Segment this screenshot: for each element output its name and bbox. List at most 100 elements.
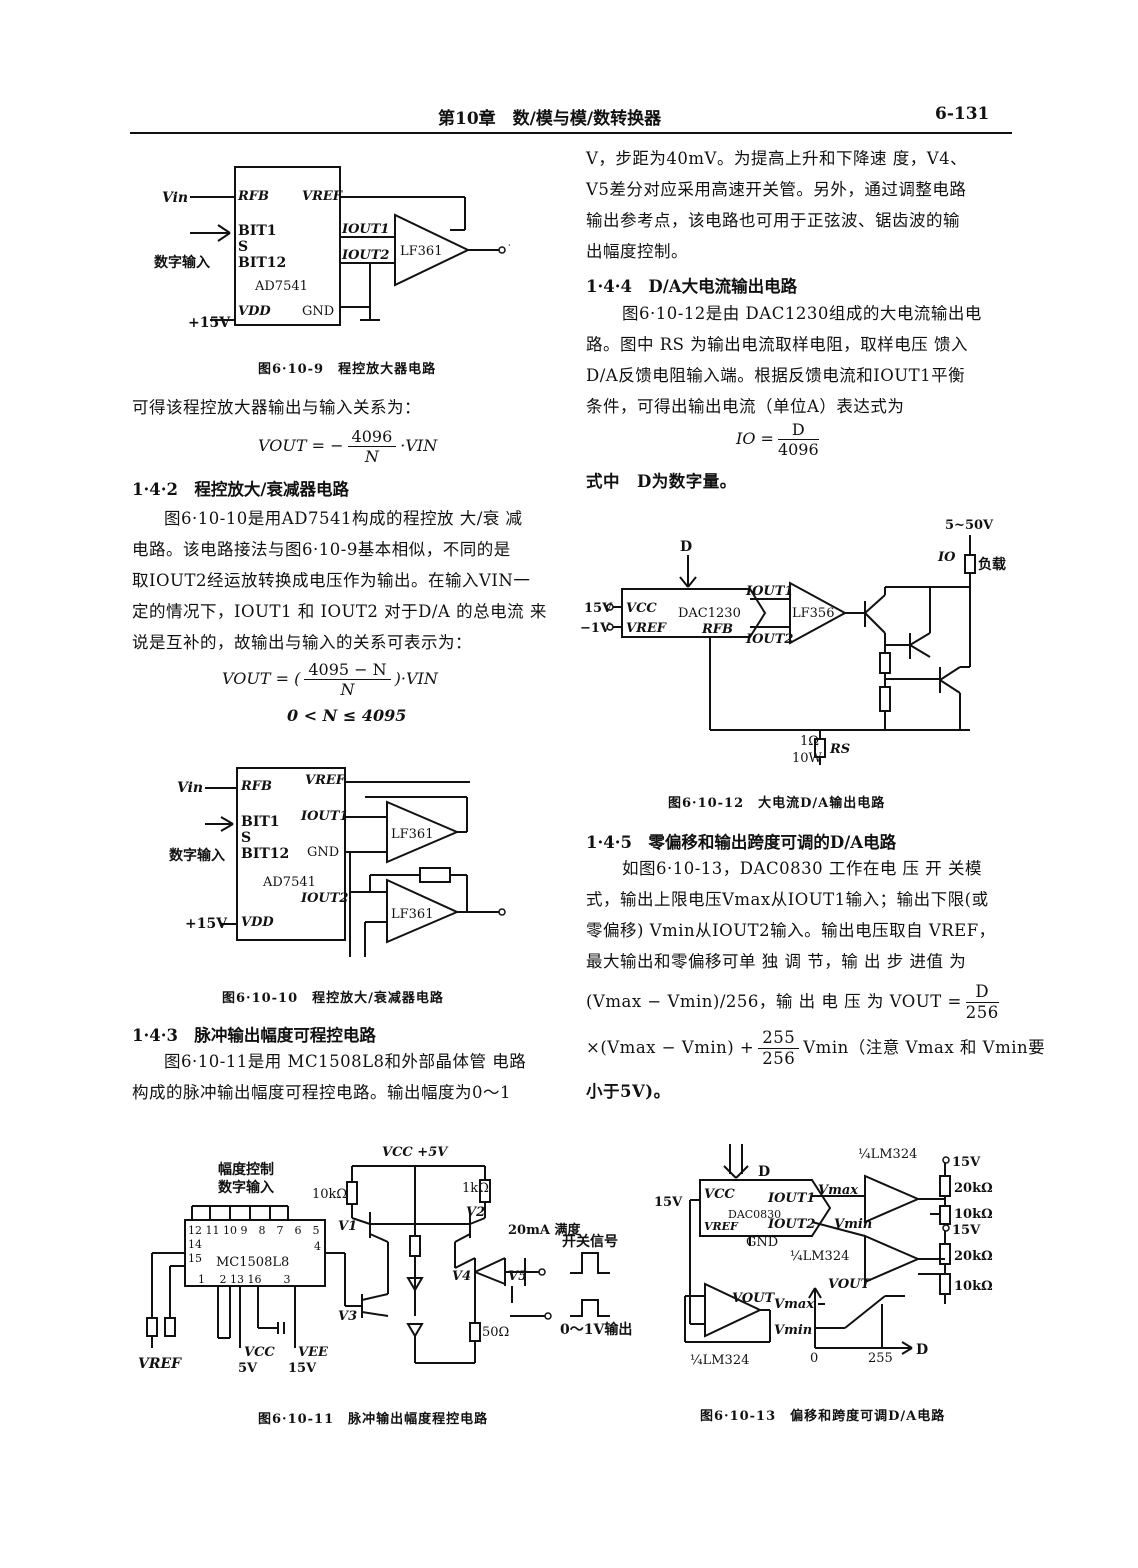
pin15-label: 15 (188, 1252, 202, 1265)
fig9-caption: 图6·10-9 程控放大器电路 (258, 362, 437, 377)
equation-2-range: 0 < N ≤ 4095 (287, 706, 407, 725)
opamp-label: LF356 (792, 606, 834, 621)
digital-input-label: 数字输入 (218, 1179, 274, 1196)
supply-label: 5~50V (945, 518, 994, 533)
vref-label: VREF (138, 1356, 182, 1372)
pin14-label: 14 (188, 1238, 202, 1251)
chip-label: DAC1230 (678, 606, 741, 621)
vdd-label: VDD (241, 915, 274, 930)
figure-6-10-9: Vin RFB VREF BIT1 S BIT12 数字输入 AD7541 IO… (154, 166, 510, 331)
digital-input-label: 数字输入 (154, 254, 210, 271)
graph-255-label: 255 (868, 1351, 893, 1366)
chip-label: AD7541 (254, 279, 308, 294)
iout2-label: IOUT2 (300, 891, 348, 906)
chapter-title: 第10章 数/模与模/数转换器 (438, 109, 662, 129)
gnd-label: GND (302, 304, 334, 319)
v1-label: V1 (338, 1219, 357, 1234)
15v-label: 15V (288, 1361, 317, 1376)
paragraph-continued: V，步距为40mV。为提高上升和下降速 度，V4、 V5差分对应采用高速开关管。… (586, 149, 968, 261)
io-label: IO (937, 550, 956, 565)
amp-ctrl-label: 幅度控制 (218, 1161, 274, 1178)
graph-vmax-label: Vmax (774, 1297, 814, 1312)
iout2-label: IOUT2 (745, 632, 793, 647)
figure-6-10-10: Vin RFB VREF BIT1 S BIT12 数字输入 AD7541 IO… (169, 767, 506, 957)
rs-label: RS (829, 742, 850, 757)
iout2-label: IOUT2 (767, 1217, 815, 1232)
fig12-caption: 图6·10-12 大电流D/A输出电路 (668, 796, 886, 811)
gnd-label: GND (746, 1235, 778, 1250)
graph-zero-label: 0 (810, 1351, 818, 1366)
v3-label: V3 (338, 1309, 357, 1324)
s-label: S (238, 239, 248, 255)
op-mid-label: ¼LM324 (790, 1249, 849, 1264)
supply1-label: 15V (952, 1155, 981, 1170)
paragraph-1-4-2: 图6·10-10是用AD7541构成的程控放 大/衰 减 电路。该电路接法与图6… (132, 509, 547, 652)
section-1-4-2: 1·4·2 程控放大/衰减器电路 (132, 480, 349, 499)
section-1-4-4: 1·4·4 D/A大电流输出电路 (586, 277, 798, 296)
chip-label: MC1508L8 (216, 1255, 289, 1270)
vdd-label: VDD (238, 304, 271, 319)
r20k-b-label: 20kΩ (954, 1249, 993, 1264)
vout-label: VOUT (732, 1291, 776, 1306)
supply-label: +15V (188, 315, 231, 331)
fig13-caption: 图6·10-13 偏移和跨度可调D/A电路 (700, 1409, 946, 1424)
iout1-label: IOUT1 (745, 584, 793, 599)
supply-in-label: 15V (654, 1195, 683, 1210)
figure-6-10-13: D 15V VCC DAC0830 VREF GND IOUT1 IOUT2 V… (654, 1144, 993, 1368)
v2-label: V2 (466, 1205, 485, 1220)
opamp-label: LF361 (400, 244, 442, 259)
supply-label: +15V (185, 916, 228, 932)
bit12-label: BIT12 (241, 846, 289, 862)
vin-label: Vin (177, 780, 203, 796)
iout1-label: IOUT1 (341, 222, 389, 237)
section-1-4-3: 1·4·3 脉冲输出幅度可程控电路 (132, 1026, 376, 1045)
rs-power-label: 10W (792, 751, 823, 766)
vcc-label: VCC (704, 1187, 735, 1202)
relation-intro: 可得该程控放大器输出与输入关系为： (132, 398, 421, 417)
opamp2-label: LF361 (391, 907, 433, 922)
vmax-label: Vmax (818, 1183, 858, 1198)
fig10-caption: 图6·10-10 程控放大/衰减器电路 (222, 991, 444, 1006)
rfb-label: RFB (240, 779, 272, 794)
rs-value-label: 1Ω (800, 734, 819, 749)
r20k-a-label: 20kΩ (954, 1181, 993, 1196)
r2-label: 1kΩ (462, 1181, 489, 1196)
full-scale-label: 20mA 满度 (508, 1222, 581, 1238)
paragraph-1-4-4: 图6·10-12是由 DAC1230组成的大电流输出电 路。图中 RS 为输出电… (586, 304, 982, 416)
figure-6-10-11: VCC +5V 10kΩ 1kΩ V1 V2 V3 V4 V5 幅度控制 数字输… (138, 1145, 632, 1376)
d-label: D (680, 539, 692, 555)
figure-6-10-12: D 5~50V IO 负载 15V −1V VCC VREF DAC1230 R… (580, 518, 1006, 766)
rfb-label: RFB (701, 622, 733, 637)
gnd-label: GND (307, 845, 339, 860)
rfb-label: RFB (237, 189, 269, 204)
op-top-label: ¼LM324 (858, 1147, 917, 1162)
vref-label: VREF (302, 189, 343, 204)
pins-top-label: 12 11 10 9 8 7 6 5 (188, 1224, 319, 1237)
vref-label: VREF (626, 621, 667, 636)
bit1-label: BIT1 (238, 223, 277, 239)
r10k-b-label: 10kΩ (954, 1279, 993, 1294)
pins-bottom-label: 1 2 13 16 3 (198, 1273, 290, 1286)
d-label: D (758, 1164, 770, 1180)
bit1-label: BIT1 (241, 814, 280, 830)
vcc-label: VCC +5V (382, 1145, 449, 1160)
pin4-label: 4 (314, 1240, 321, 1253)
paragraph-1-4-3: 图6·10-11是用 MC1508L8和外部晶体管 电路 构成的脉冲输出幅度可程… (132, 1052, 527, 1102)
iout2-label: IOUT2 (341, 248, 389, 263)
graph-vout-label: VOUT (828, 1277, 872, 1292)
load-label: 负载 (978, 556, 1006, 573)
v5-label: V5 (508, 1269, 527, 1284)
vcc-in-label: 15V (584, 601, 613, 616)
switch-signal-label: 开关信号 (562, 1233, 618, 1250)
section-1-4-5: 1·4·5 零偏移和输出跨度可调的D/A电路 (586, 833, 897, 852)
vcc-pin-label: VCC (244, 1345, 275, 1360)
v4-label: V4 (452, 1269, 471, 1284)
vee-pin-label: VEE (298, 1345, 329, 1360)
page-number: 6-131 (935, 104, 990, 124)
vin-label: Vin (162, 190, 188, 206)
vref-in-label: −1V (580, 621, 611, 636)
